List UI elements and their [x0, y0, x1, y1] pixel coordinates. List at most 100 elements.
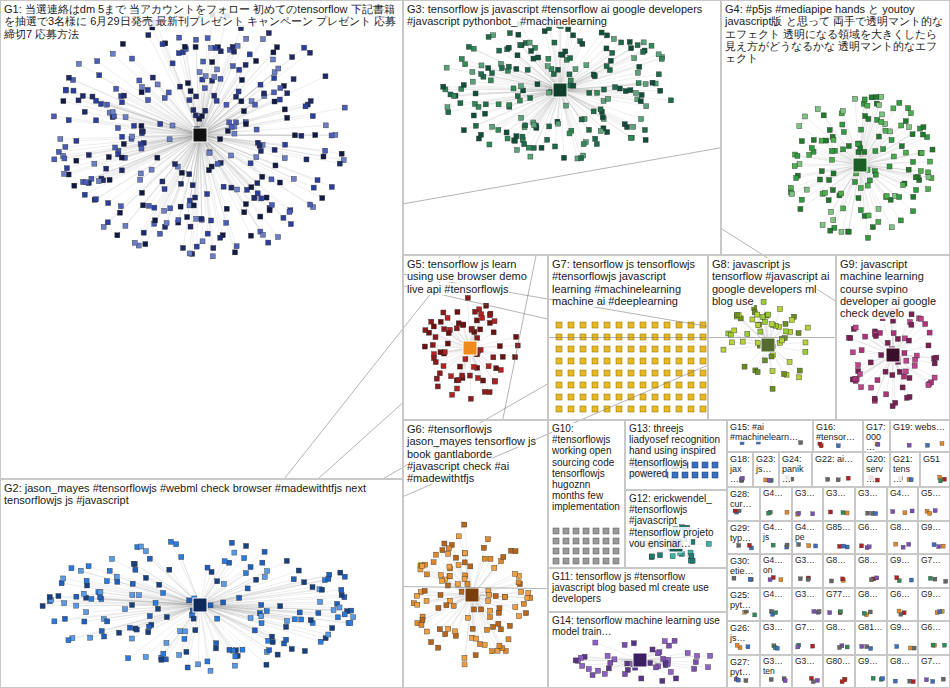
vertex [227, 120, 232, 125]
vertex [551, 72, 556, 77]
vertex [252, 628, 257, 633]
vertex [265, 569, 270, 574]
vertex-edge [104, 605, 200, 636]
group-cluster [846, 308, 939, 409]
vertex [601, 87, 606, 92]
vertex-edge [144, 135, 200, 233]
vertex [471, 364, 476, 369]
vertex [308, 99, 313, 104]
vertex [63, 144, 68, 149]
vertex [200, 239, 205, 244]
vertex-edge [78, 100, 200, 135]
vertex-edge [560, 54, 659, 90]
vertex-edge [200, 605, 235, 656]
vertex-edge [560, 33, 602, 90]
vertex [475, 336, 480, 341]
vertex-edge [200, 59, 273, 135]
vertex [566, 27, 571, 32]
vertex [110, 51, 115, 56]
vertex [248, 161, 253, 166]
vertex-edge [124, 96, 200, 135]
vertex [130, 56, 135, 61]
vertex [92, 161, 97, 166]
vertex-edge [530, 90, 560, 157]
vertex [323, 123, 328, 128]
vertex [641, 40, 646, 45]
vertex [276, 235, 281, 240]
vertex [769, 354, 774, 359]
vertex [451, 93, 456, 98]
vertex-edge [200, 135, 235, 252]
vertex-edge [66, 91, 200, 135]
vertex [123, 607, 128, 612]
vertex [277, 97, 282, 102]
vertex [123, 223, 128, 228]
vertex-edge [200, 597, 344, 605]
vertex [900, 385, 905, 390]
vertex [262, 91, 267, 96]
vertex [273, 163, 278, 168]
vertex [308, 202, 313, 207]
vertex [101, 224, 106, 229]
vertex [140, 129, 145, 134]
vertex [170, 123, 175, 128]
vertex-edge [200, 33, 269, 135]
vertex [441, 364, 446, 369]
vertex [525, 67, 530, 72]
vertex-edge [126, 117, 200, 135]
vertex [467, 373, 472, 378]
vertex-edge [198, 605, 200, 664]
vertex [132, 123, 137, 128]
vertex [191, 108, 196, 113]
vertex-edge [545, 31, 560, 90]
vertex [804, 187, 809, 192]
vertex [841, 147, 846, 152]
vertex-edge [141, 546, 200, 605]
vertex [512, 138, 517, 143]
vertex [500, 354, 505, 359]
vertex [59, 581, 64, 586]
vertex [762, 358, 767, 363]
vertex [784, 329, 789, 334]
vertex [138, 171, 143, 176]
vertex [115, 126, 120, 131]
vertex [258, 82, 263, 87]
vertex [329, 184, 334, 189]
vertex-edge [100, 592, 200, 605]
vertex [518, 43, 523, 48]
vertex-edge [200, 109, 285, 135]
vertex [130, 134, 135, 139]
vertex-edge [165, 43, 200, 135]
vertex-edge [560, 61, 611, 90]
vertex-edge [200, 135, 332, 187]
vertex [490, 124, 495, 129]
vertex [441, 84, 446, 89]
vertex-edge [84, 605, 200, 622]
vertex [659, 56, 664, 61]
vertex [790, 191, 795, 196]
vertex-edge [200, 135, 291, 224]
vertex [909, 312, 914, 317]
vertex [831, 171, 836, 176]
vertex-edge [200, 46, 238, 135]
vertex [831, 218, 836, 223]
vertex [297, 610, 302, 615]
vertex [766, 312, 771, 317]
group-cluster [441, 19, 674, 161]
vertex [598, 107, 603, 112]
vertex [80, 93, 85, 98]
vertex [147, 614, 152, 619]
vertex [875, 378, 880, 383]
vertex [778, 307, 783, 312]
vertex [206, 168, 211, 173]
vertex [879, 119, 884, 124]
vertex [281, 215, 286, 220]
vertex [302, 45, 307, 50]
vertex [859, 385, 864, 390]
vertex [320, 196, 325, 201]
vertex-edge [176, 544, 200, 605]
vertex-edge [200, 135, 289, 212]
vertex [787, 359, 792, 364]
vertex [275, 45, 280, 50]
vertex [149, 167, 154, 172]
